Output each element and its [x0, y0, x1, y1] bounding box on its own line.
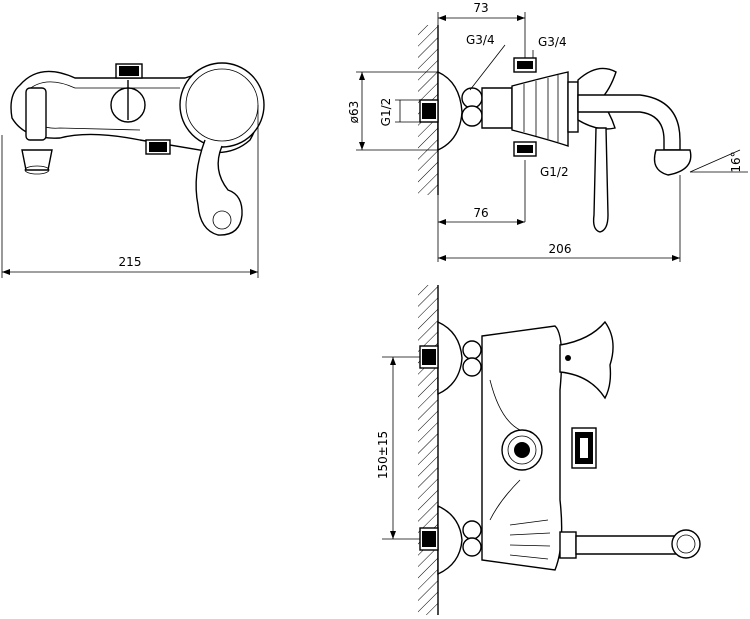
- side-handle: [511, 71, 569, 147]
- dim-g34-left: G3/4: [466, 33, 495, 47]
- side-view: 73 G3/4 G3/4 ø63 G1/2 G1/2 76 206 16°: [347, 1, 748, 262]
- front-outlet: [25, 87, 47, 141]
- dim-150: 150±15: [376, 431, 390, 479]
- front-knob: [179, 62, 265, 148]
- dim-g34-right: G3/4: [538, 35, 567, 49]
- front-lever: [195, 139, 243, 236]
- dim-76: 76: [473, 206, 488, 220]
- front-view: 215: [1, 62, 265, 278]
- dim-diameter: ø63: [347, 101, 361, 124]
- dim-g12-left: G1/2: [379, 98, 393, 127]
- dim-g12-bottom: G1/2: [540, 165, 569, 179]
- dim-16-deg: 16°: [729, 151, 743, 172]
- dim-front-width: 215: [119, 255, 142, 269]
- dim-206: 206: [549, 242, 572, 256]
- side-lever: [592, 127, 609, 233]
- top-view: 150±15: [376, 285, 701, 615]
- dim-73: 73: [473, 1, 488, 15]
